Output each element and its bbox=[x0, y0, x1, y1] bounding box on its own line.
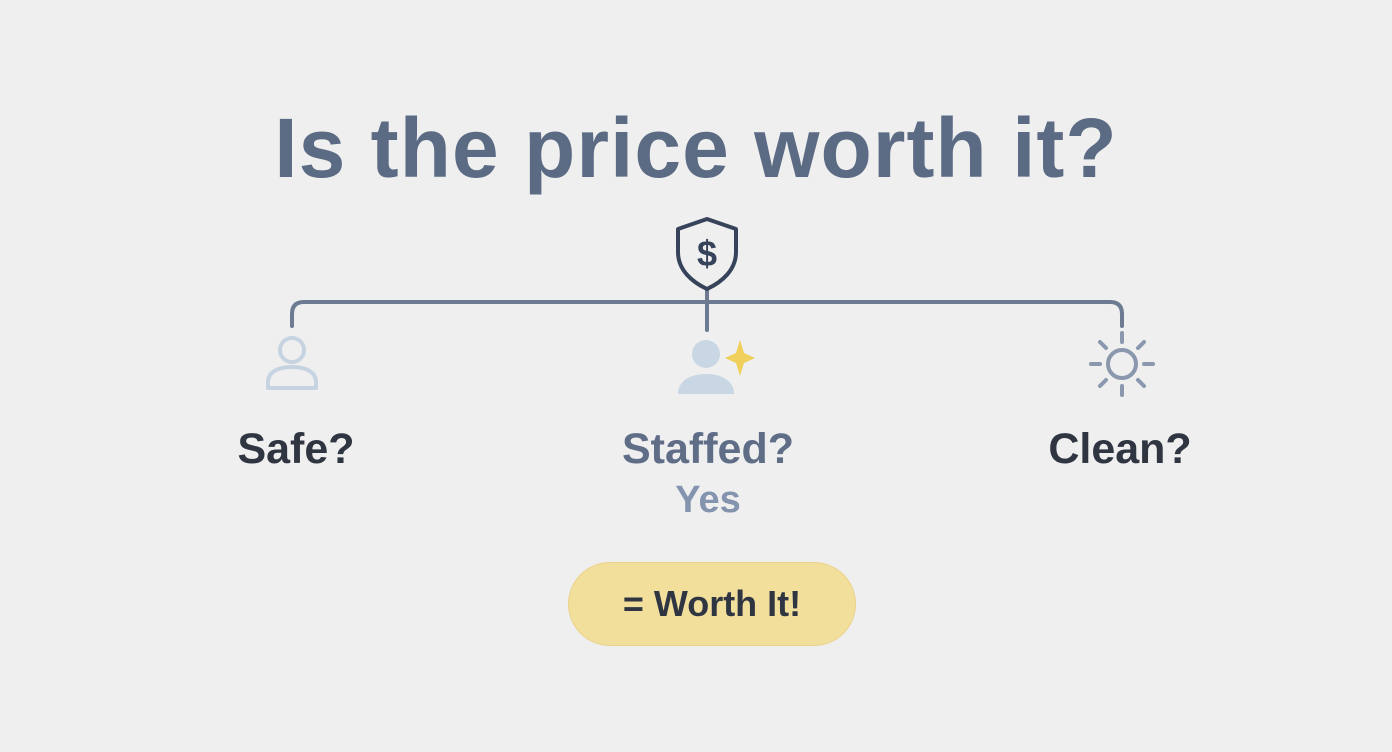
sparkle-icon bbox=[725, 340, 755, 376]
staffed-label: Staffed? bbox=[622, 425, 794, 473]
clean-label: Clean? bbox=[1048, 425, 1192, 473]
branch-bar-line bbox=[290, 300, 1124, 328]
person-outline-icon bbox=[266, 336, 318, 390]
sun-icon bbox=[1089, 331, 1155, 397]
shield-dollar-icon: $ bbox=[676, 217, 738, 291]
person-sparkle-icon bbox=[678, 340, 755, 394]
diagram-title: Is the price worth it? bbox=[274, 101, 1118, 195]
shield-dollar-symbol: $ bbox=[697, 233, 717, 274]
worth-it-label: = Worth It! bbox=[622, 583, 802, 624]
safe-label: Safe? bbox=[237, 425, 355, 473]
worth-it-pill: = Worth It! bbox=[568, 562, 856, 646]
staffed-answer: Yes bbox=[675, 479, 741, 521]
